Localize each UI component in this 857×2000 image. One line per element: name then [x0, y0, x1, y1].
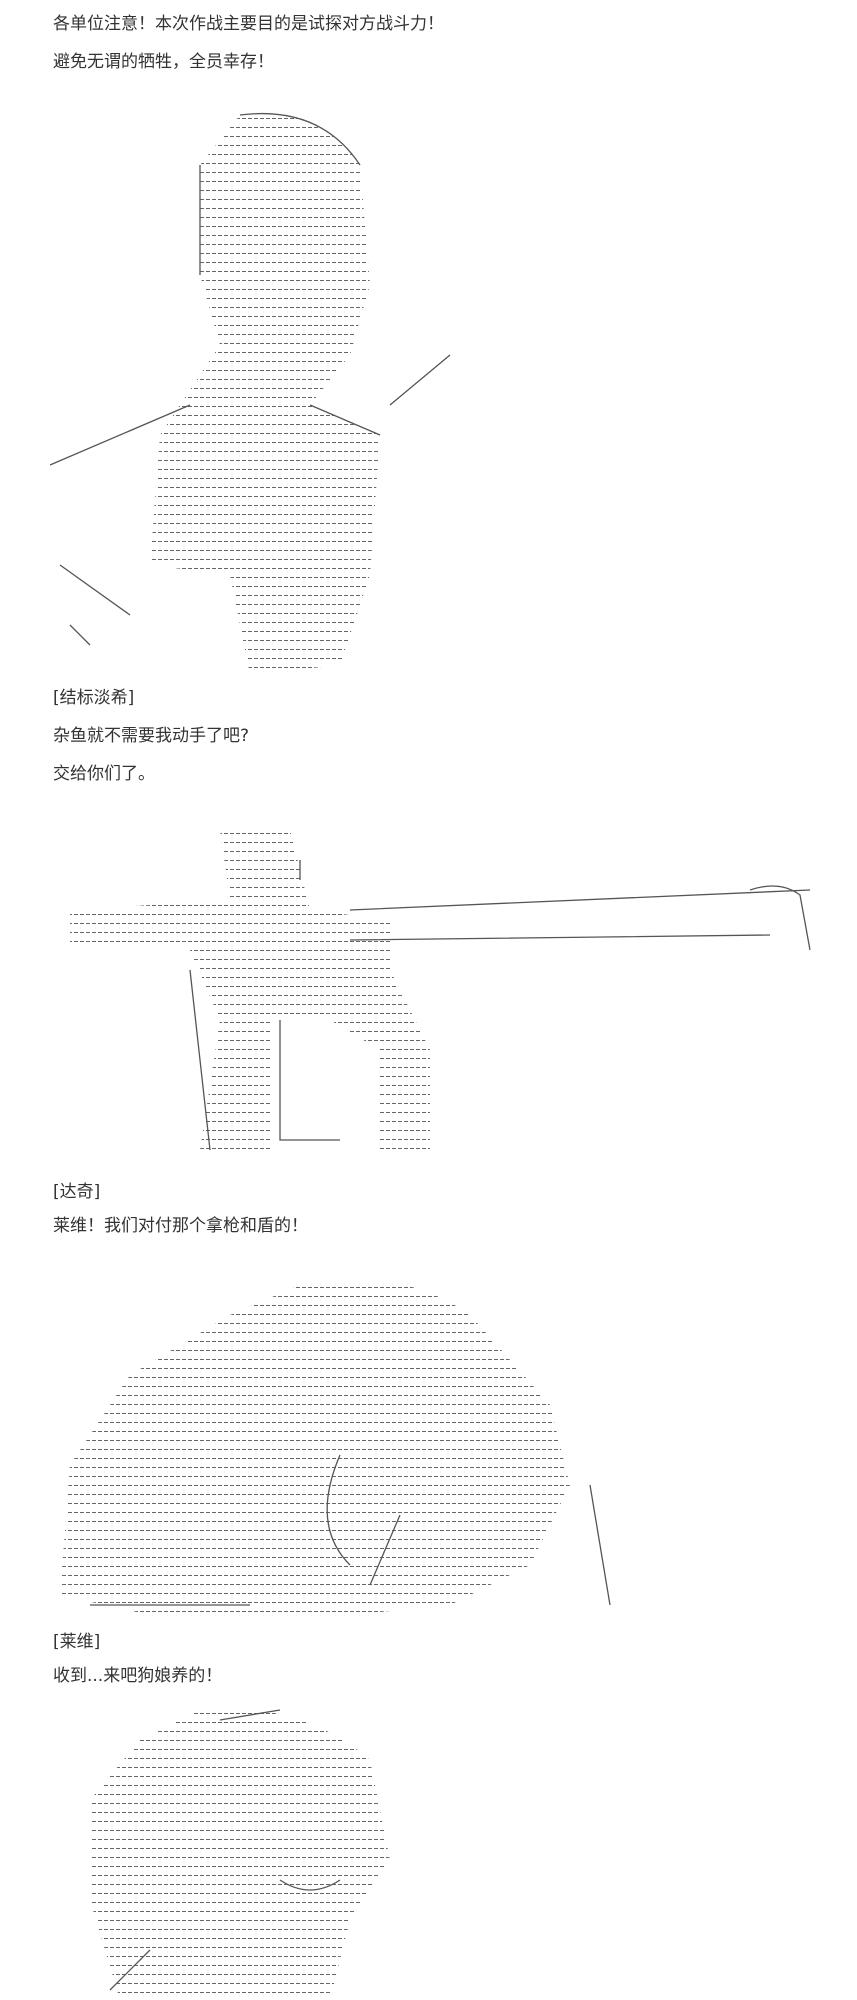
speaker-label: [达奇] [53, 1182, 101, 1202]
speaker-label: [莱维] [53, 1632, 101, 1652]
text-line: 各单位注意！本次作战主要目的是试探对方战斗力！ [53, 14, 444, 34]
ascii-art-gunner-illustration [50, 820, 820, 1175]
speaker-label: [结标淡希] [53, 688, 135, 708]
text-line: 收到...来吧狗娘养的！ [53, 1666, 223, 1686]
text-line: 交给你们了。 [53, 764, 155, 784]
text-line: 避免无谓的牺牲，全员幸存！ [53, 52, 274, 72]
text-line: 杂鱼就不需要我动手了吧? [53, 726, 250, 746]
ascii-art-girl-illustration [50, 1265, 620, 1625]
ascii-art-soldier-illustration [50, 105, 470, 685]
ascii-art-revy-illustration [80, 1700, 420, 2000]
text-line: 莱维！我们对付那个拿枪和盾的！ [53, 1216, 308, 1236]
